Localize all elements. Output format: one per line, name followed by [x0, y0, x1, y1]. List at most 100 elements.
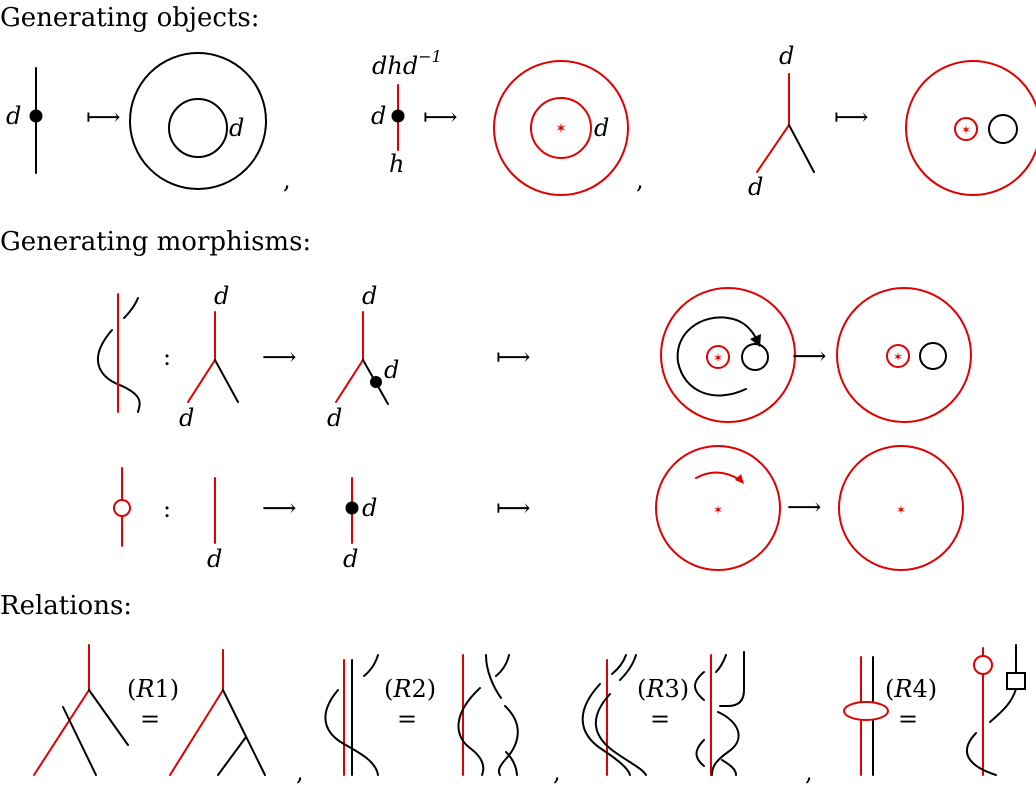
- object-black-point: d: [6, 67, 43, 174]
- equals-sign: =: [650, 705, 670, 733]
- equals-sign: =: [898, 705, 918, 733]
- relation-r3-tag: (R3): [637, 675, 689, 703]
- twist-ellipse-icon: [843, 701, 889, 721]
- relation-r4-tag: (R4): [885, 675, 937, 703]
- marked-point-dot: [391, 109, 405, 123]
- black-strand: [123, 297, 139, 319]
- black-strand: [694, 671, 705, 701]
- red-hole: [886, 344, 910, 368]
- label-d: d: [214, 282, 229, 310]
- puncture-star-icon: ✶: [555, 121, 567, 137]
- vertex-source: d d: [179, 282, 239, 432]
- maps-to-arrow: ⟼: [834, 103, 868, 131]
- black-strand: [88, 689, 129, 746]
- black-strand: [497, 705, 519, 776]
- black-strand: [457, 687, 485, 776]
- black-hole: [741, 343, 769, 371]
- maps-to-arrow: ⟼: [423, 103, 457, 131]
- puncture-star-icon: ✶: [713, 503, 723, 517]
- twist-circle-icon: [973, 655, 993, 675]
- disk-with-two-holes: ✶: [836, 287, 972, 423]
- marked-point-dot: [345, 501, 359, 515]
- black-strand: [711, 711, 740, 776]
- colon: :: [163, 343, 171, 371]
- comma: ,: [553, 758, 561, 786]
- relation-tag: (R4) =: [885, 675, 937, 733]
- red-hole: [706, 345, 730, 369]
- outer-circle: [655, 445, 781, 571]
- outer-circle: [838, 445, 964, 571]
- label-d: d: [207, 545, 222, 573]
- black-strand: [222, 689, 266, 776]
- inner-circle: [168, 98, 228, 158]
- label-d: d: [343, 545, 358, 573]
- relation-r2-right: [457, 654, 519, 776]
- colon: :: [163, 495, 171, 523]
- outer-circle: [836, 287, 972, 423]
- comma: ,: [296, 758, 304, 786]
- black-strand: [62, 706, 97, 776]
- black-strand: [96, 329, 141, 413]
- red-strand: [187, 359, 216, 403]
- equals-sign: =: [140, 705, 160, 733]
- black-hole: [988, 114, 1018, 144]
- black-hole: [919, 342, 947, 370]
- black-strand: [619, 654, 637, 681]
- comma: ,: [283, 166, 291, 194]
- label-dhd-inverse: dhd−1: [372, 47, 442, 80]
- strand-source: d: [207, 477, 222, 573]
- red-strand: [169, 689, 224, 776]
- maps-to-arrow: ⟼: [86, 103, 120, 131]
- outer-circle: [129, 52, 267, 190]
- relation-r2-left: [324, 654, 379, 776]
- relation-r4-left: [843, 656, 889, 776]
- box-coupon-icon: [1006, 672, 1026, 690]
- marked-point-dot: [29, 109, 43, 123]
- inner-circle: [530, 97, 592, 159]
- black-strand: [611, 654, 627, 675]
- black-strand: [965, 732, 997, 776]
- relation-tag: (R3) =: [637, 675, 689, 733]
- black-strand: [695, 739, 705, 767]
- relation-r4-right: [965, 644, 1026, 776]
- comma: ,: [636, 166, 644, 194]
- black-strand: [719, 651, 745, 707]
- label-d: d: [362, 494, 377, 522]
- black-strand: [581, 683, 631, 776]
- comma: ,: [805, 758, 813, 786]
- arrow: ⟶: [262, 343, 296, 371]
- black-strand: [989, 688, 1017, 723]
- rotation-arrow: [695, 471, 741, 481]
- disk-rotation-diagram: ✶: [660, 287, 796, 423]
- black-strand: [495, 654, 510, 677]
- vertex-target: d d d: [327, 282, 399, 432]
- disk-with-puncture: ✶: [838, 445, 964, 571]
- label-d: d: [779, 42, 794, 70]
- annulus-red: ✶ d: [493, 60, 629, 196]
- label-d: d: [748, 173, 763, 201]
- label-d: d: [371, 102, 386, 130]
- label-d: d: [179, 404, 194, 432]
- object-red-point: dhd−1 d h: [371, 47, 442, 178]
- black-strand: [505, 751, 518, 776]
- black-strand: [721, 759, 737, 776]
- equals-sign: =: [397, 705, 417, 733]
- maps-to-arrow: ⟼: [496, 494, 530, 522]
- braid-generator-crossing: [96, 293, 141, 413]
- puncture-star-icon: ✶: [961, 123, 971, 137]
- puncture-star-icon: ✶: [713, 351, 723, 365]
- object-trivalent-vertex: d d: [748, 42, 815, 201]
- label-d: d: [384, 356, 399, 384]
- black-strand: [217, 736, 247, 776]
- label-d: d: [229, 114, 244, 142]
- arrowhead-icon: [735, 474, 744, 484]
- maps-to-arrow: ⟼: [496, 343, 530, 371]
- outer-circle: [493, 60, 629, 196]
- relation-r3-right: [694, 651, 745, 776]
- marked-point-dot: [370, 376, 382, 388]
- arrow: ⟶: [792, 342, 826, 370]
- label-d: d: [594, 114, 609, 142]
- red-strand: [756, 124, 790, 173]
- relation-r1-right: [169, 649, 266, 776]
